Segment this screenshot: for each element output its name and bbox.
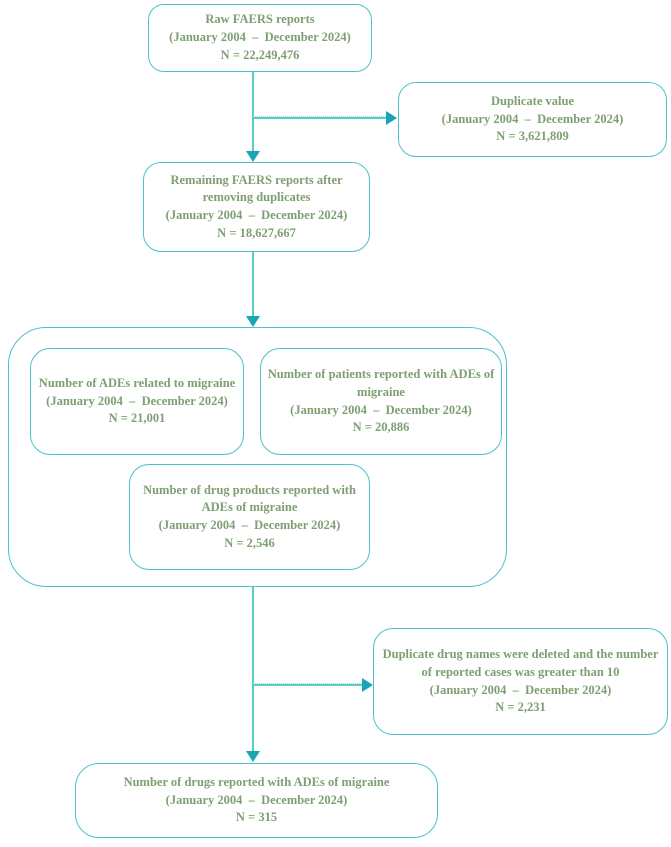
arrow-remaining-to-group-line xyxy=(252,252,254,317)
box-period: (January 2004 – December 2024) xyxy=(46,393,228,408)
box-title: Number of drugs reported with ADEs of mi… xyxy=(123,774,390,789)
box-title: Raw FAERS reports xyxy=(205,12,315,27)
box-remaining-reports: Remaining FAERS reports after removing d… xyxy=(143,162,370,252)
box-period: (January 2004 – December 2024) xyxy=(158,518,341,532)
box-period: (January 2004 – December 2024) xyxy=(165,792,348,807)
box-title: Number of drug products reported with AD… xyxy=(143,482,359,515)
box-count: N = 18,627,667 xyxy=(217,225,296,240)
box-title: Remaining FAERS reports after removing d… xyxy=(170,172,346,205)
box-patients-ades: Number of patients reported with ADEs of… xyxy=(260,348,502,455)
box-count: N = 20,886 xyxy=(352,420,410,435)
box-count: N = 22,249,476 xyxy=(220,47,300,62)
box-dedup-drug-names: Duplicate drug names were deleted and th… xyxy=(373,628,668,735)
box-period: (January 2004 – December 2024) xyxy=(165,208,348,222)
box-title: Duplicate drug names were deleted and th… xyxy=(382,647,662,679)
arrow-to-dedup-line xyxy=(253,683,362,686)
box-period: (January 2004 – December 2024) xyxy=(441,111,624,126)
box-count: N = 2,231 xyxy=(495,700,546,715)
arrow-remaining-to-group-head xyxy=(246,316,260,327)
arrow-group-to-final-head xyxy=(246,751,260,762)
box-period: (January 2004 – December 2024) xyxy=(290,402,472,417)
box-count: N = 315 xyxy=(235,810,278,825)
arrow-raw-to-remaining-head xyxy=(246,151,260,162)
box-title: Duplicate value xyxy=(491,93,574,108)
box-raw-faers-reports: Raw FAERS reports (January 2004 – Decemb… xyxy=(148,4,372,72)
arrow-to-dedup-head xyxy=(362,678,373,692)
arrow-to-duplicate-head xyxy=(386,111,397,125)
box-period: (January 2004 – December 2024) xyxy=(429,682,612,697)
box-count: N = 21,001 xyxy=(108,411,166,426)
box-count: N = 2,546 xyxy=(224,535,275,550)
box-period: (January 2004 – December 2024) xyxy=(169,30,351,45)
box-title: Number of ADEs related to migraine xyxy=(38,375,236,390)
box-ades-migraine: Number of ADEs related to migraine (Janu… xyxy=(30,348,244,455)
arrow-to-duplicate-line xyxy=(253,116,386,119)
box-final-drugs: Number of drugs reported with ADEs of mi… xyxy=(75,763,438,838)
arrow-group-to-final-line xyxy=(252,587,254,752)
box-title: Number of patients reported with ADEs of… xyxy=(267,367,498,399)
box-drug-products: Number of drug products reported with AD… xyxy=(129,464,370,570)
box-count: N = 3,621,809 xyxy=(496,129,569,144)
arrow-raw-to-remaining-line xyxy=(252,72,254,152)
box-duplicate-value: Duplicate value (January 2004 – December… xyxy=(398,82,667,157)
